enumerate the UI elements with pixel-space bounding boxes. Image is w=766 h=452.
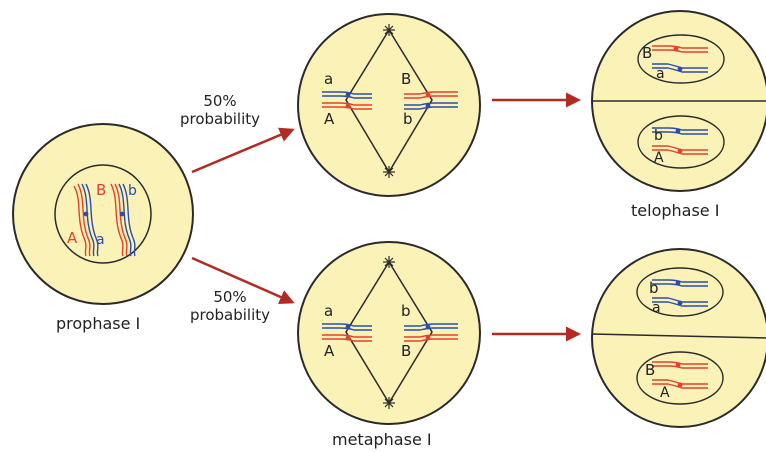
prophase-allele-a: a [96,232,105,248]
telo-bottom-upper-allele-bottom: a [652,300,661,316]
meta-top-allele-right-top: B [401,70,411,88]
meta-bottom-allele-right-bottom: B [401,342,411,360]
meta-bottom-allele-left-top: a [324,302,333,320]
label-telophase: telophase I [631,201,719,220]
metaphase-bottom-cell: a A b B [298,242,480,424]
metaphase-top-cell: a A B b [298,14,480,196]
probability-top-value: 50% [170,92,270,110]
probability-label-top: 50% probability [170,92,270,128]
label-metaphase: metaphase I [332,430,432,449]
prophase-allele-B: B [96,181,106,199]
meta-bottom-allele-left-bottom: A [324,342,335,360]
telo-bottom-upper-allele-top: b [649,279,659,297]
meta-top-allele-right-bottom: b [403,110,413,128]
telo-top-upper-allele-bottom: a [656,66,665,82]
probability-label-bottom: 50% probability [180,288,280,324]
telo-top-lower-allele-bottom: A [654,150,664,166]
label-prophase: prophase I [56,314,140,333]
telo-top-upper-allele-top: B [642,44,652,62]
metaphase-bottom-membrane [298,242,480,424]
probability-bottom-value: 50% [180,288,280,306]
telophase-top-lower-nucleus [638,116,724,168]
telo-bottom-lower-allele-top: B [645,361,655,379]
arrow-prophase-to-metaphase-top [192,130,292,172]
prophase-cell: A a B b [13,124,193,304]
telophase-bottom-cell: b a B A [592,249,766,427]
probability-bottom-word: probability [180,306,280,324]
telophase-top-cell: B a b A [592,11,766,191]
telo-bottom-lower-allele-bottom: A [660,385,670,401]
telo-top-lower-allele-top: b [654,128,663,144]
meta-top-allele-left-top: a [324,70,333,88]
prophase-allele-b: b [128,183,137,199]
prophase-allele-A: A [67,229,78,247]
meta-top-allele-left-bottom: A [324,110,335,128]
meta-bottom-allele-right-top: b [401,302,411,320]
probability-top-word: probability [170,110,270,128]
prophase-nucleus [55,165,151,263]
